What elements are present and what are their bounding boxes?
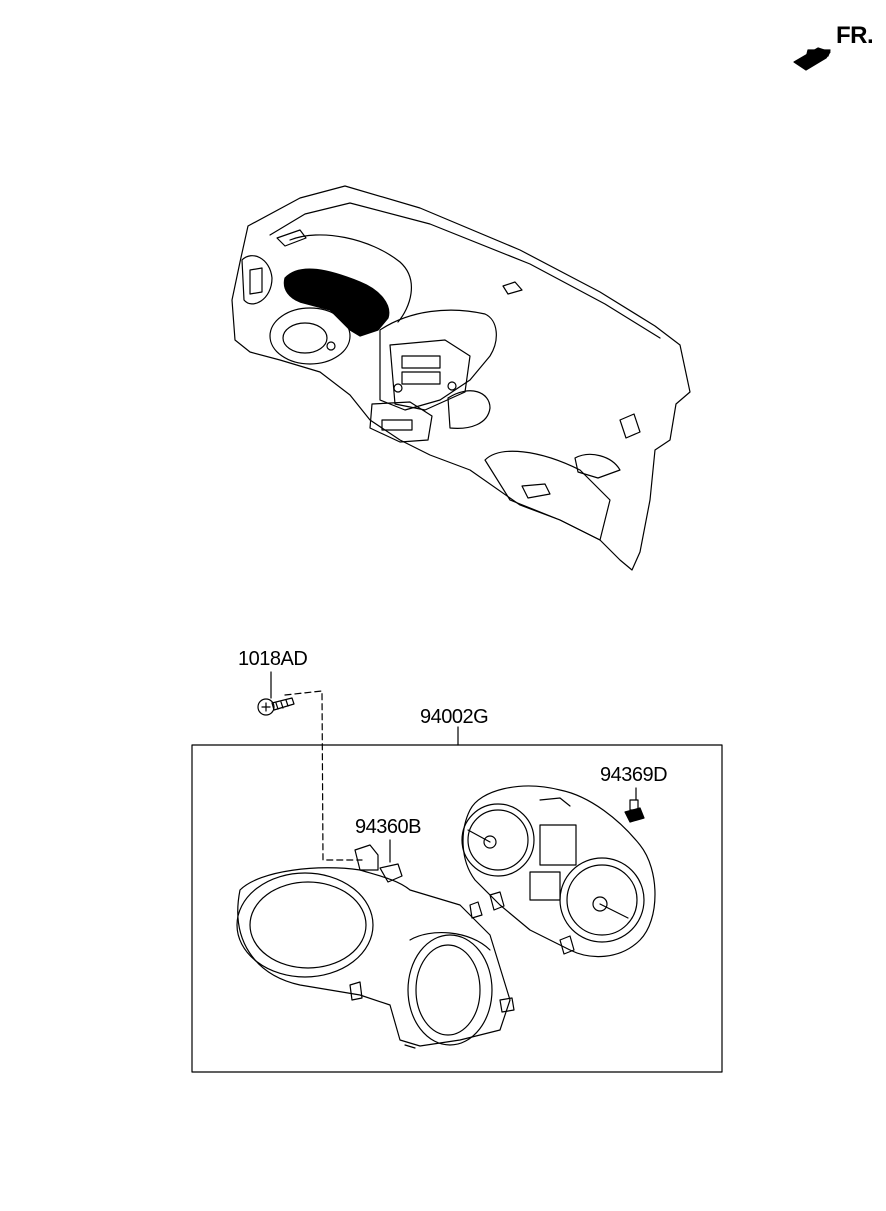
cluster-hood: [236, 844, 515, 1049]
instrument-cluster: [461, 785, 656, 958]
front-direction-arrow-icon: [793, 47, 831, 71]
screw-part-number[interactable]: 1018AD: [238, 648, 308, 670]
hood-part-number[interactable]: 94360B: [355, 816, 421, 838]
assembly-part-number[interactable]: 94002G: [420, 706, 489, 728]
bulb-icon: [624, 799, 645, 823]
front-direction-label: FR.: [836, 22, 874, 49]
screw-icon: [257, 697, 295, 716]
dashboard-overview: [231, 185, 691, 571]
bulb-part-number[interactable]: 94369D: [600, 764, 668, 786]
screw-leader-line: [284, 690, 363, 861]
assembly-box: [191, 744, 723, 1073]
